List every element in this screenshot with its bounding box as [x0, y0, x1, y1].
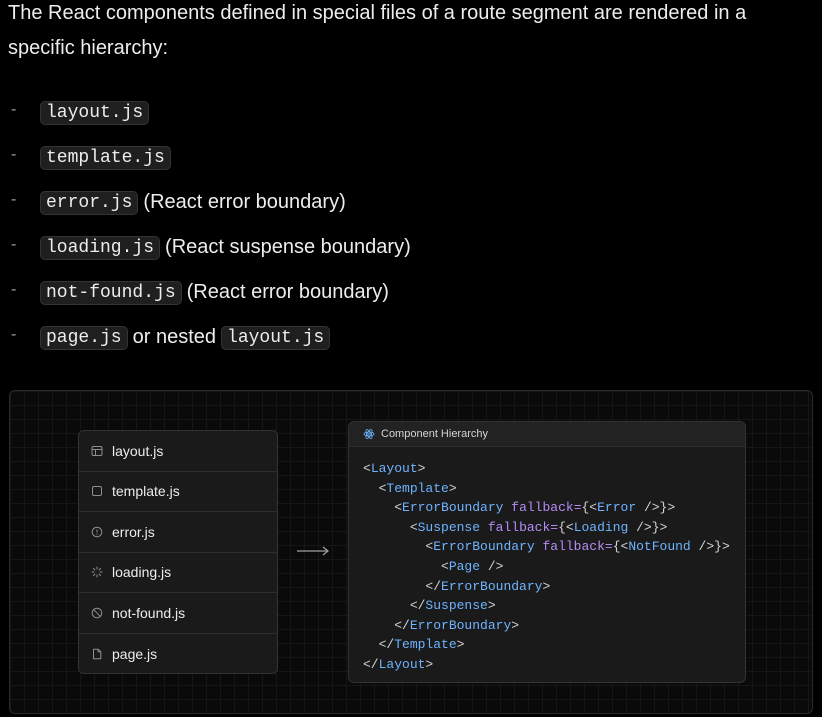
bullet-description: (React error boundary) [143, 191, 346, 213]
square-icon [91, 485, 103, 497]
bullet-dash: - [11, 191, 17, 208]
inline-code: page.js [40, 325, 128, 350]
file-row-loading: loading.js [79, 553, 277, 593]
file-label: error.js [112, 523, 155, 540]
inline-code: not-found.js [40, 280, 182, 305]
code-token: ErrorBoundary [433, 539, 535, 555]
file-row-not-found: not-found.js [79, 593, 277, 634]
layout-icon [91, 445, 103, 457]
file-row-error: error.js [79, 512, 277, 553]
inline-code: template.js [40, 145, 171, 170]
hierarchy-diagram: layout.js template.js error.js loading.j… [9, 390, 813, 714]
file-row-layout: layout.js [79, 431, 277, 472]
inline-code: layout.js [221, 325, 331, 350]
file-label: not-found.js [112, 604, 186, 621]
code-token: Page [448, 558, 481, 574]
code-card-title: Component Hierarchy [381, 428, 488, 440]
list-item: - error.js (React error boundary) [0, 180, 411, 225]
file-row-page: page.js [79, 634, 277, 674]
code-token: ErrorBoundary [441, 578, 543, 594]
list-item: - template.js [0, 135, 411, 180]
file-icon [91, 648, 103, 660]
code-card-header: Component Hierarchy [349, 422, 745, 447]
code-token: ErrorBoundary [409, 617, 512, 633]
bullet-dash: - [11, 326, 17, 343]
code-token: Template [386, 480, 449, 496]
file-label: page.js [112, 645, 158, 662]
bullet-dash: - [11, 281, 17, 298]
file-label: template.js [112, 483, 180, 500]
react-icon [363, 428, 375, 440]
component-hierarchy-card: Component Hierarchy <Layout> <Template> … [348, 421, 746, 683]
code-token: fallback [542, 539, 605, 555]
file-label: loading.js [112, 564, 172, 581]
code-token: Loading [573, 519, 629, 535]
code-token: ErrorBoundary [402, 500, 504, 516]
code-block: <Layout> <Template> <ErrorBoundary fallb… [363, 461, 730, 672]
list-item: - page.js or nested layout.js [0, 315, 411, 360]
code-token: Suspense [425, 598, 488, 614]
arrow-right-icon [296, 541, 330, 561]
file-hierarchy-list: - layout.js - template.js - error.js (Re… [0, 90, 411, 360]
code-token: fallback [511, 500, 574, 516]
list-item: - layout.js [0, 90, 411, 135]
file-label: layout.js [112, 442, 164, 459]
bullet-dash: - [11, 236, 17, 253]
list-item: - not-found.js (React error boundary) [0, 270, 411, 315]
loader-icon [91, 566, 103, 578]
special-files-list: layout.js template.js error.js loading.j… [78, 430, 278, 674]
code-token: Error [597, 500, 637, 516]
bullet-description: (React error boundary) [186, 281, 389, 303]
inline-code: loading.js [40, 235, 161, 260]
code-token: Template [394, 637, 457, 653]
bullet-description: (React suspense boundary) [165, 236, 411, 258]
code-token: Layout [378, 656, 426, 672]
file-row-template: template.js [79, 472, 277, 512]
bullet-dash: - [11, 146, 17, 163]
intro-paragraph: The React components defined in special … [8, 2, 747, 59]
bullet-description: or nested [132, 326, 217, 348]
code-token: NotFound [628, 539, 691, 555]
alert-circle-icon [91, 526, 103, 538]
bullet-dash: - [11, 101, 17, 118]
inline-code: error.js [40, 190, 139, 215]
code-token: fallback [487, 519, 551, 535]
list-item: - loading.js (React suspense boundary) [0, 225, 411, 270]
code-token: Suspense [417, 519, 481, 535]
code-token: Layout [370, 461, 418, 476]
ban-icon [91, 607, 103, 619]
inline-code: layout.js [40, 100, 150, 125]
